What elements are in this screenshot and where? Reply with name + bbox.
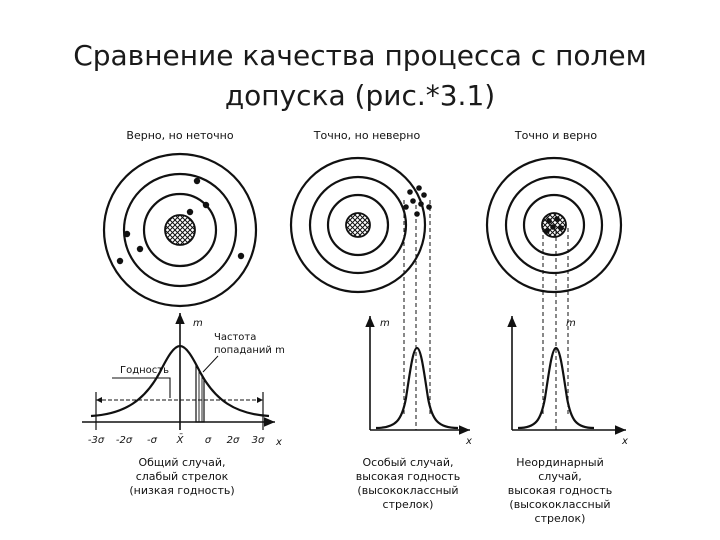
y-axis-label-2: m: [380, 318, 390, 329]
y-axis-label-1: m: [193, 318, 203, 329]
caption-2-line-4: стрелок): [383, 498, 434, 511]
target-2: [291, 158, 425, 292]
panel-1: Верно, но неточно m x: [82, 129, 285, 497]
projection-lines-2: [404, 200, 430, 430]
frequency-annotation: Частота попаданий m: [203, 332, 285, 372]
axes-2: [370, 316, 470, 430]
tick-minus-sigma: -σ: [147, 435, 158, 446]
caption-1-line-3: (низкая годность): [129, 484, 234, 497]
caption-2-line-1: Особый случай,: [362, 456, 453, 469]
y-axis-label-3: m: [566, 318, 576, 329]
caption-3-line-4: (высококлассный: [509, 498, 610, 511]
caption-2-line-2: высокая годность: [356, 470, 460, 483]
fitness-label: Годность: [120, 365, 169, 376]
frequency-label-line2: попаданий m: [214, 345, 285, 356]
target-1: [104, 154, 256, 306]
caption-1-line-1: Общий случай,: [138, 456, 225, 469]
tick-3sigma: 3σ: [252, 435, 265, 446]
x-axis-label-2: x: [465, 436, 472, 447]
target-label-3: Точно и верно: [514, 129, 597, 142]
caption-1: Общий случай, слабый стрелок (низкая год…: [129, 456, 234, 497]
x-axis-label-3: x: [621, 436, 628, 447]
x-axis-label-1: x: [275, 437, 282, 448]
caption-3-line-1: Неординарный: [516, 456, 603, 469]
target-label-1: Верно, но неточно: [126, 129, 233, 142]
target-label-2: Точно, но неверно: [313, 129, 421, 142]
caption-2: Особый случай, высокая годность (высокок…: [356, 456, 460, 511]
tick-sigma: σ: [205, 435, 212, 446]
distribution-curve-2: [376, 348, 458, 428]
panel-3: Точно и верно m x Неординарный с: [487, 129, 628, 525]
caption-3: Неординарный случай, высокая годность (в…: [508, 456, 612, 525]
tick-2sigma: 2σ: [227, 435, 240, 446]
caption-3-line-5: стрелок): [535, 512, 586, 525]
frequency-strip: [196, 366, 204, 422]
shots-2: [403, 185, 432, 217]
caption-1-line-2: слабый стрелок: [136, 470, 229, 483]
tick-minus-2sigma: -2σ: [116, 435, 133, 446]
caption-2-line-3: (высококлассный: [357, 484, 458, 497]
tick-mean: X̄: [176, 433, 185, 446]
projection-lines-3: [543, 228, 568, 430]
caption-3-line-3: высокая годность: [508, 484, 612, 497]
frequency-label-line1: Частота: [214, 332, 256, 343]
panel-2: Точно, но неверно m x: [291, 129, 472, 511]
tick-minus-3sigma: -3σ: [88, 435, 105, 446]
caption-3-line-2: случай,: [538, 470, 581, 483]
tick-labels: -3σ -2σ -σ X̄ σ 2σ 3σ: [88, 433, 265, 446]
axes-3: [512, 316, 626, 430]
